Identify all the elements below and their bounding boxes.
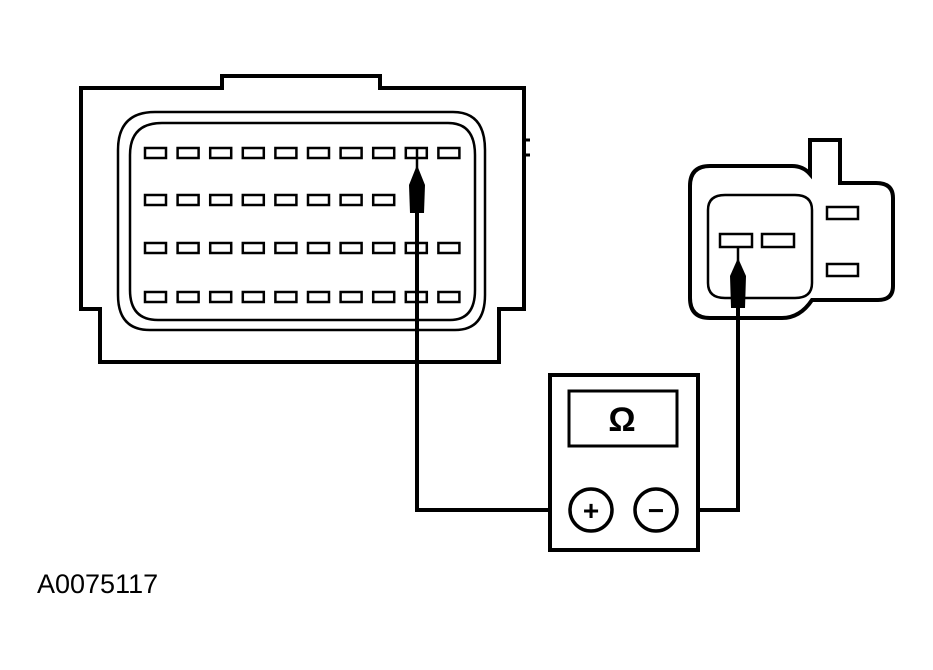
- pin-cavity: [339, 290, 363, 304]
- connector-face-inner: [128, 121, 477, 322]
- pin-cavity: [371, 241, 396, 255]
- small-connector-latch: [825, 262, 860, 278]
- pin-cavity: [274, 146, 298, 160]
- pin-cavity: [143, 146, 168, 160]
- pin-cavity: [176, 241, 200, 255]
- pin-cavity: [371, 146, 396, 160]
- small-connector-body: [688, 138, 895, 320]
- multi-pin-connector: [79, 74, 530, 364]
- pin-cavity: [208, 193, 233, 207]
- pin-cavity: [437, 290, 461, 304]
- pin-cavity: [306, 193, 331, 207]
- small-connector-face: [706, 193, 814, 300]
- pin-cavity: [143, 290, 168, 304]
- pin-cavity: [371, 193, 396, 207]
- negative-terminal: [633, 487, 679, 533]
- pin-cavity: [274, 290, 298, 304]
- pin-cavity: [306, 290, 331, 304]
- connector-housing: [79, 74, 526, 364]
- ohm-symbol: Ω: [608, 401, 635, 439]
- connector-face-outer: [116, 110, 487, 332]
- pin-cavity: [241, 193, 266, 207]
- pin-cavity: [143, 193, 168, 207]
- positive-terminal-label: +: [583, 495, 599, 526]
- small-connector-latch: [825, 205, 860, 221]
- probe-tip-icon: [409, 148, 425, 213]
- pin-cavity: [241, 290, 266, 304]
- small-connector-pin: [718, 232, 754, 249]
- two-pin-connector: [688, 138, 895, 320]
- pin-cavity: [241, 146, 266, 160]
- pin-cavity: [176, 193, 200, 207]
- connector-pin-grid: [143, 146, 461, 304]
- positive-lead-wire: [415, 210, 570, 512]
- pin-cavity: [176, 290, 200, 304]
- pin-cavity: [241, 241, 266, 255]
- pin-cavity: [208, 241, 233, 255]
- ohmmeter: Ω + −: [548, 373, 700, 552]
- pin-cavity: [208, 146, 233, 160]
- pin-cavity: [176, 146, 200, 160]
- pin-cavity: [371, 290, 396, 304]
- negative-terminal-label: −: [648, 495, 664, 526]
- pin-cavity: [143, 241, 168, 255]
- pin-cavity: [274, 193, 298, 207]
- probe-tip-icon: [730, 246, 746, 308]
- pin-cavity: [274, 241, 298, 255]
- meter-display: [567, 389, 679, 448]
- pin-cavity: [306, 241, 331, 255]
- figure-id-label: A0075117: [37, 569, 158, 599]
- pin-cavity: [339, 146, 363, 160]
- pin-cavity: [306, 146, 331, 160]
- pin-cavity: [208, 290, 233, 304]
- small-connector-pin: [760, 232, 796, 249]
- pin-cavity: [437, 241, 461, 255]
- pin-cavity: [437, 146, 461, 160]
- positive-terminal: [568, 487, 614, 533]
- pin-cavity: [339, 241, 363, 255]
- pin-cavity: [339, 193, 363, 207]
